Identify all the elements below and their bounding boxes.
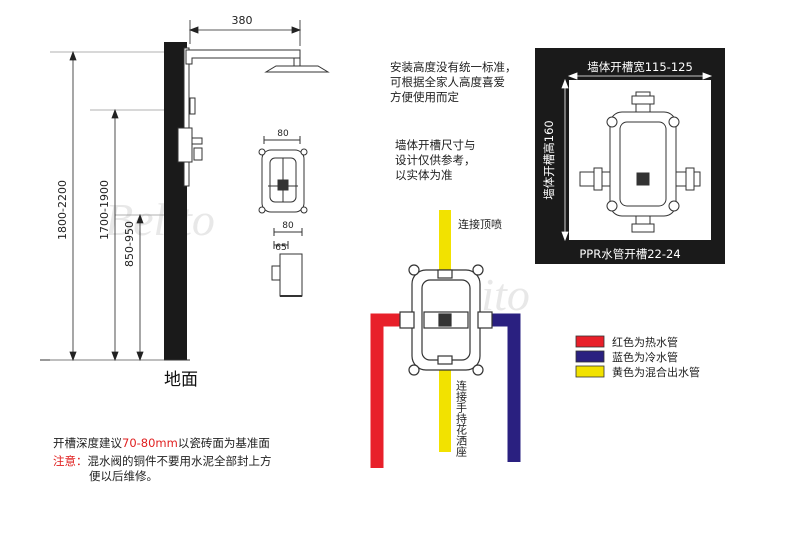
shower-riser-pipe [183,47,190,187]
legend-swatch-hot [575,335,605,348]
dim-height-mixer: 1700-1900 [98,180,111,240]
caution-line-2: 便以后维修。 [89,469,158,483]
reference-line-2: 设计仅供参考， [395,153,476,167]
install-height-line-2: 可根据全家人高度喜爱 [390,75,505,89]
depth-value: 70-80mm [122,436,178,450]
hot-water-pipe [370,313,412,468]
valve-side-view [271,228,303,297]
caution-line-1: 混水阀的铜件不要用水泥全部封上方 [87,454,272,468]
wall-slot-diagram [535,48,725,264]
legend-swatch-cold [575,350,605,363]
install-height-line-1: 安装高度没有统一标准， [390,60,517,74]
wall-slot-height-label: 墙体开槽高160 [542,120,556,199]
mixer-knob [193,147,203,161]
wall-slot-width-label: 墙体开槽宽115-125 [587,60,693,74]
ground-label: 地面 [164,370,198,390]
valve-front-view [258,136,308,214]
legend-label-cold: 蓝色为冷水管 [612,350,678,364]
shower-arm [185,49,301,65]
legend-label-hot: 红色为热水管 [612,335,678,349]
ppr-slot-label: PPR水管开槽22-24 [579,247,680,261]
wall [164,42,187,360]
dim-valve-depth: 65 [275,243,286,253]
dim-arm-length: 380 [232,14,253,27]
reference-line-3: 以实体为准 [395,168,453,182]
depth-note: 开槽深度建议70-80mm以瓷砖面为基准面 [53,436,270,451]
install-height-line-3: 方便使用而定 [390,90,459,104]
connect-top-label: 连接顶喷 [458,218,502,231]
caution-note: 注意：混水阀的铜件不要用水泥全部封上方 便以后维修。 [53,454,272,484]
depth-suffix: 以瓷砖面为基准面 [177,436,270,450]
diverter [189,97,196,115]
shower-head-neck [293,57,301,67]
depth-prefix: 开槽深度建议 [53,436,122,450]
mixer-body [177,127,193,163]
legend-label-mixed: 黄色为混合出水管 [612,365,700,379]
dim-height-body: 850-950 [123,221,136,267]
shower-head [264,65,330,73]
connect-hand-label: 连接手持花洒座 [455,380,468,457]
dim-valve-width-mid: 80 [282,221,294,231]
install-height-note: 安装高度没有统一标准， 可根据全家人高度喜爱 方便使用而定 [390,60,517,105]
valve-pipe-diagram [370,210,521,468]
shower-column-diagram: 380 1800-2200 1700-1900 850-950 地面 [40,14,330,390]
dim-valve-width-top: 80 [277,129,289,139]
caution-label: 注意： [53,454,88,468]
mixer-handle [191,137,203,145]
reference-line-1: 墙体开槽尺寸与 [395,138,476,152]
dim-height-total: 1800-2200 [56,180,69,240]
reference-note: 墙体开槽尺寸与 设计仅供参考， 以实体为准 [395,138,476,183]
legend-swatch-mixed [575,365,605,378]
watermark-left: Belito [105,194,215,245]
legend: 红色为热水管 蓝色为冷水管 黄色为混合出水管 [575,335,700,379]
cold-water-pipe [478,313,521,462]
